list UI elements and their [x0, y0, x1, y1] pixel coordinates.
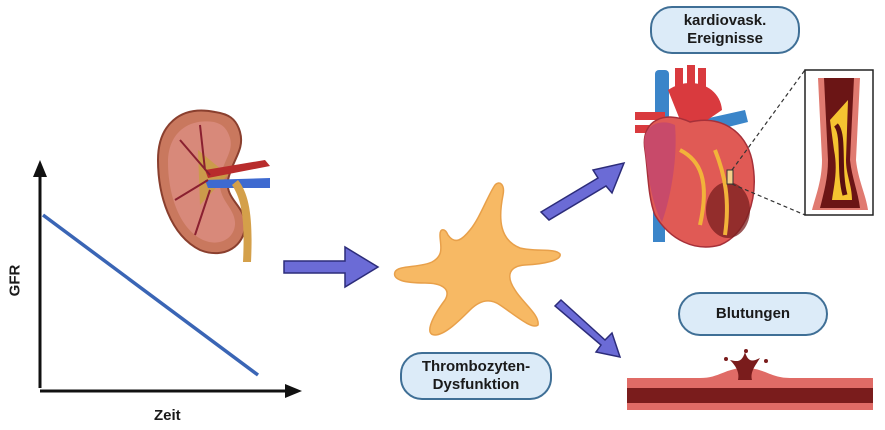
y-axis-label: GFR — [6, 264, 24, 297]
heart-icon — [635, 65, 755, 248]
artery-plaque-inset — [804, 69, 874, 216]
gfr-graph — [33, 160, 302, 398]
bleeding-vessel-icon — [627, 349, 873, 410]
arrow-to-bleeding — [553, 298, 622, 359]
arrow-to-cardio — [539, 161, 626, 221]
x-axis-label: Zeit — [154, 407, 181, 424]
inset-connector-bottom — [731, 183, 806, 216]
kidney-icon — [156, 109, 270, 262]
platelet-icon — [393, 182, 561, 336]
bleeding-label: Blutungen — [715, 305, 791, 322]
y-axis-arrowhead — [33, 160, 47, 177]
platelet-label-line2: Dysfunktion — [432, 376, 520, 393]
label-bleeding: Blutungen — [678, 292, 828, 336]
cardio-label-line2: Ereignisse — [687, 30, 763, 47]
label-cardiovascular-events: kardiovask. Ereignisse — [650, 6, 800, 54]
cardio-label-line1: kardiovask. — [683, 12, 767, 29]
platelet-label-line1: Thrombozyten- — [421, 358, 531, 375]
gfr-trend-line — [41, 213, 260, 377]
label-platelet-dysfunction: Thrombozyten- Dysfunktion — [400, 352, 552, 400]
arrow-kidney-to-platelet — [283, 245, 380, 289]
x-axis-arrowhead — [285, 384, 302, 398]
